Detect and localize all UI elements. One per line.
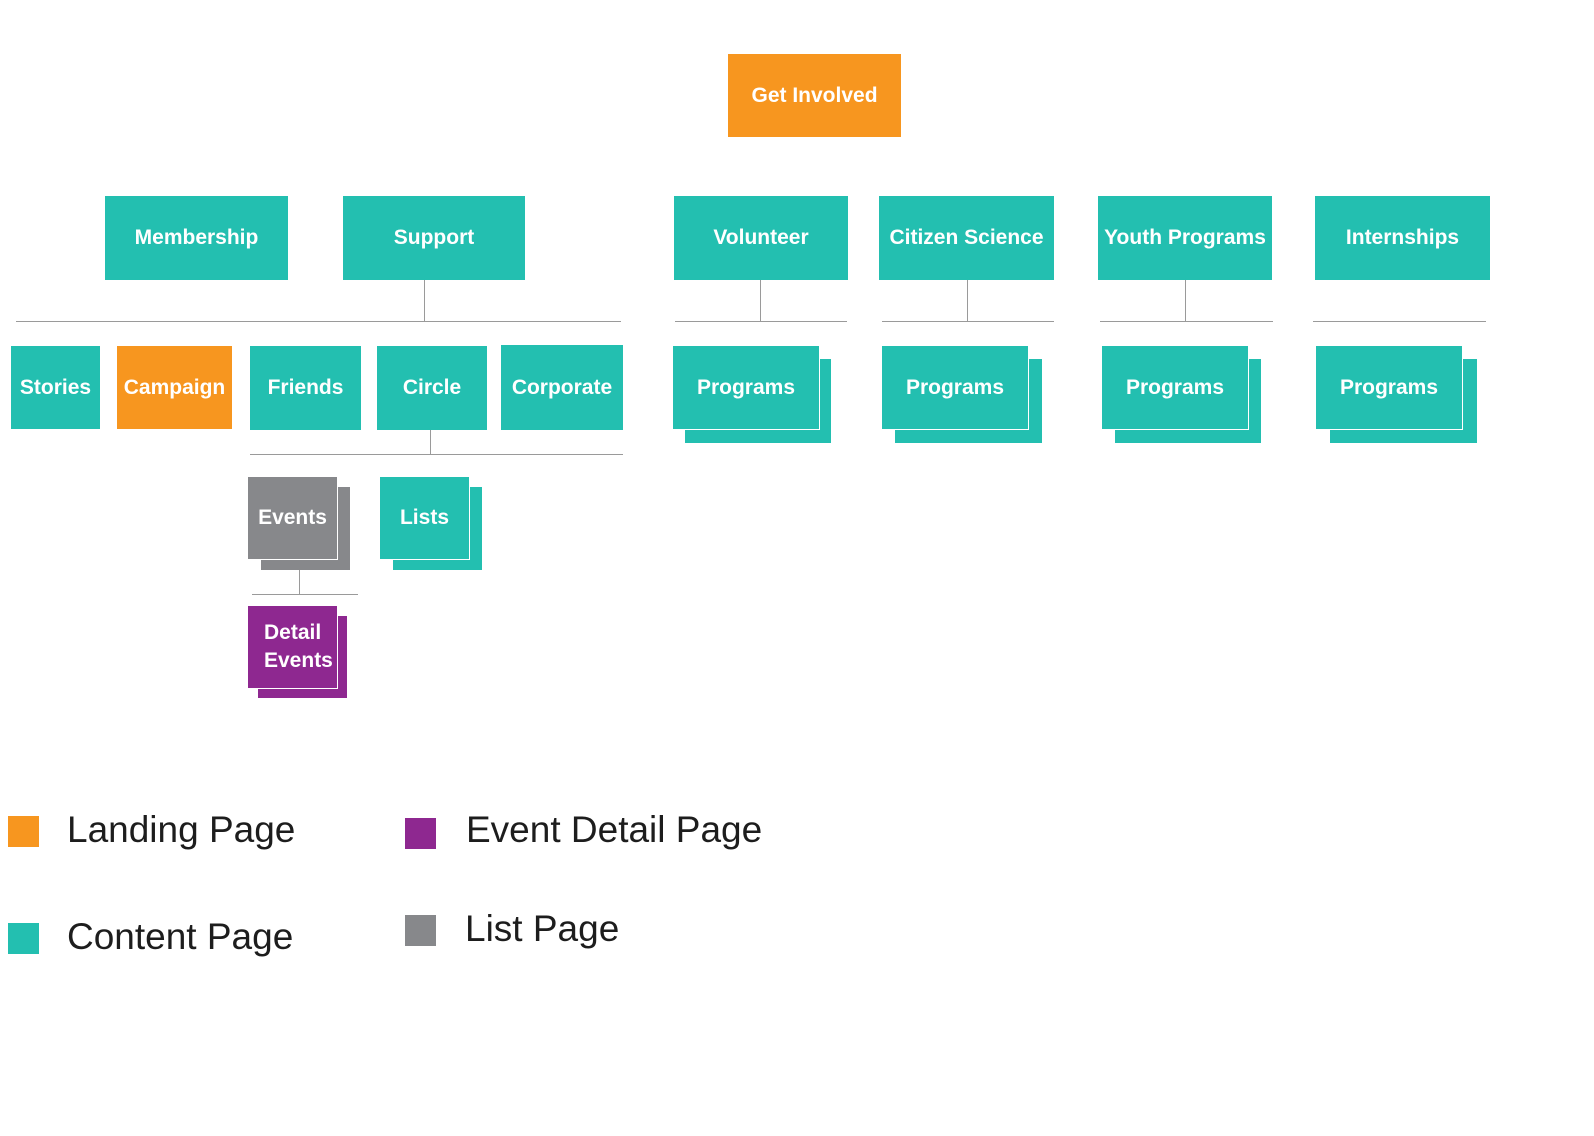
node-internships-label: Internships [1345, 226, 1460, 249]
node-youth-programs-programs: Programs [1102, 346, 1261, 443]
connector-citizen-science-bar [882, 321, 1054, 322]
stack-front-sheet: Programs [673, 346, 820, 430]
node-youth-programs-programs-label: Programs [1125, 375, 1225, 399]
stack-front-sheet: Detail Events [248, 606, 338, 689]
node-internships-programs-label: Programs [1339, 375, 1439, 399]
legend-swatch-content [8, 923, 39, 954]
node-campaign-label: Campaign [123, 375, 226, 399]
legend-label-landing: Landing Page [67, 809, 296, 850]
stack-front-sheet: Events [248, 477, 338, 560]
node-volunteer-label: Volunteer [713, 226, 809, 249]
node-membership: Membership [105, 196, 288, 280]
stack-front-sheet: Programs [1316, 346, 1463, 430]
node-circle: Circle [377, 346, 487, 430]
legend-swatch-list [405, 915, 436, 946]
legend-label-list: List Page [465, 908, 620, 949]
node-lists: Lists [380, 477, 482, 570]
connector-events-bar [252, 594, 358, 595]
node-citizen-science-programs-label: Programs [905, 375, 1005, 399]
root-node-label: Get Involved [751, 83, 878, 107]
legend-label-content: Content Page [67, 916, 294, 957]
stack-front-sheet: Lists [380, 477, 470, 560]
stack-front-sheet: Programs [1102, 346, 1249, 430]
node-detail-events-label-line2: Events [264, 649, 333, 672]
node-citizen-science-programs: Programs [882, 346, 1042, 443]
connector-internships-bar [1313, 321, 1486, 322]
node-corporate: Corporate [501, 345, 623, 430]
legend-swatch-event-detail [405, 818, 436, 849]
node-citizen-science-label: Citizen Science [889, 226, 1044, 249]
node-youth-programs-label: Youth Programs [1104, 226, 1266, 249]
node-corporate-label: Corporate [511, 375, 613, 399]
node-internships: Internships [1315, 196, 1490, 280]
node-stories-label: Stories [19, 375, 92, 399]
node-volunteer-programs-label: Programs [696, 375, 796, 399]
connector-volunteer-down [760, 280, 761, 322]
node-campaign: Campaign [117, 346, 232, 429]
root-node-get-involved: Get Involved [728, 54, 901, 137]
node-youth-programs: Youth Programs [1098, 196, 1272, 280]
node-stories: Stories [11, 346, 100, 429]
node-support: Support [343, 196, 525, 280]
connector-circle-down [430, 430, 431, 454]
node-events-label: Events [258, 506, 327, 529]
node-friends: Friends [250, 346, 361, 430]
connector-support-bar [16, 321, 621, 322]
connector-circle-bar [250, 454, 623, 455]
node-volunteer-programs: Programs [673, 346, 831, 443]
node-friends-label: Friends [267, 376, 344, 399]
node-detail-events-label-line1: Detail [264, 621, 322, 644]
connector-support-down [424, 280, 425, 322]
connector-events-down [299, 570, 300, 595]
node-events: Events [248, 477, 350, 570]
connector-youth-programs-down [1185, 280, 1186, 322]
legend-swatch-landing [8, 816, 39, 847]
node-lists-label: Lists [399, 506, 449, 529]
node-volunteer: Volunteer [674, 196, 848, 280]
node-membership-label: Membership [134, 226, 259, 249]
stack-front-sheet: Programs [882, 346, 1029, 430]
node-circle-label: Circle [402, 376, 462, 399]
node-detail-events: Detail Events [248, 606, 347, 698]
node-support-label: Support [393, 226, 475, 249]
connector-citizen-science-down [967, 280, 968, 322]
connector-youth-programs-bar [1100, 321, 1273, 322]
connector-volunteer-bar [675, 321, 847, 322]
node-citizen-science: Citizen Science [879, 196, 1054, 280]
node-internships-programs: Programs [1316, 346, 1477, 443]
legend-label-event-detail: Event Detail Page [466, 809, 763, 850]
